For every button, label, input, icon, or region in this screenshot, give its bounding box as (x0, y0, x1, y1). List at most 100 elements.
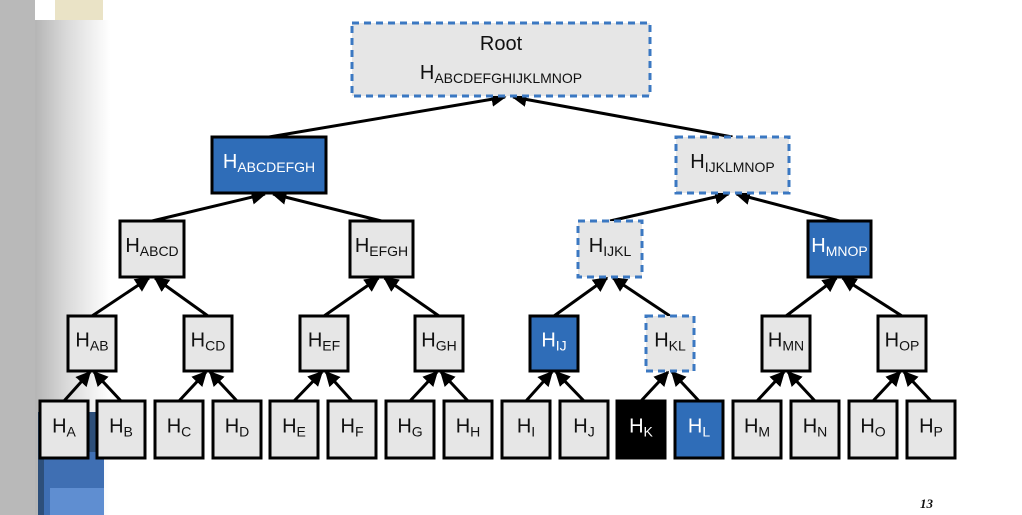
node-box (118, 219, 186, 279)
node-box (384, 399, 436, 460)
node-h-kl: HKL (644, 314, 696, 373)
node-label: HOP (885, 330, 920, 354)
node-h-ij: HIJ (528, 314, 580, 373)
leaf-h-l: HL (673, 399, 725, 460)
node-box (442, 399, 494, 460)
edge-leaf-9 (554, 370, 586, 403)
node-label: HN (803, 416, 828, 440)
node-box (350, 21, 652, 98)
node-h-ijklmnop: HIJKLMNOP (674, 135, 791, 195)
node-box (905, 399, 957, 460)
node-label: HIJ (541, 330, 566, 354)
edge-l3-5 (611, 276, 671, 318)
node-h-mn: HMN (760, 314, 812, 373)
node-h-cd: HCD (182, 314, 234, 373)
edge-leaf-15 (902, 370, 933, 403)
edge-leaf-2 (177, 370, 208, 403)
leaf-h-g: HG (384, 399, 436, 460)
page-number: 13 (920, 496, 933, 511)
node-h-mnop: HMNOP (806, 219, 873, 279)
node-box (673, 399, 725, 460)
leaf-h-c: HC (153, 399, 205, 460)
node-label: HEFGH (355, 235, 408, 259)
leaf-h-k: HK (615, 399, 667, 460)
node-label: HG (397, 416, 422, 440)
edge-leaf-10 (639, 370, 670, 403)
node-box (731, 399, 783, 460)
edge-leaf-8 (524, 370, 554, 403)
node-box (760, 314, 812, 373)
edge-l3-4 (553, 276, 609, 318)
node-box (500, 399, 552, 460)
node-label: HMN (768, 330, 804, 354)
node-label: HH (456, 416, 481, 440)
node-label: HIJKL (589, 235, 632, 259)
node-box (674, 135, 791, 195)
node-box (298, 314, 350, 373)
node-box (558, 399, 610, 460)
node-box (95, 399, 147, 460)
node-label: HJ (573, 416, 594, 440)
node-label: HMNOP (811, 235, 867, 259)
node-label: HM (744, 416, 770, 440)
edge-leaf-14 (871, 370, 902, 403)
node-label: HEF (308, 330, 340, 354)
node-label: HA (52, 416, 76, 440)
node-box (413, 314, 465, 373)
node-label: HGH (421, 330, 456, 354)
node-label: HAB (75, 330, 108, 354)
leaf-h-m: HM (731, 399, 783, 460)
node-label: HABCDEFGH (223, 151, 315, 175)
node-box (348, 219, 415, 279)
edge-l2-1 (271, 189, 382, 223)
edge-leaf-5 (324, 370, 354, 403)
edge-leaf-0 (62, 370, 92, 403)
edge-leaf-1 (92, 370, 123, 403)
node-label: HO (860, 416, 885, 440)
node-label: HE (282, 416, 306, 440)
node-box (66, 314, 118, 373)
edge-leaf-12 (755, 370, 786, 403)
edge-l3-3 (383, 276, 440, 318)
edge-l2-0 (151, 189, 267, 223)
node-box (528, 314, 580, 373)
leaf-h-n: HN (789, 399, 841, 460)
node-h-op: HOP (876, 314, 928, 373)
node-box (38, 399, 90, 460)
node-box (153, 399, 205, 460)
node-box (326, 399, 378, 460)
edge-l3-2 (323, 276, 380, 318)
node-label: HKL (654, 330, 686, 354)
edge-leaf-13 (786, 370, 817, 403)
edge-leaf-7 (439, 370, 470, 403)
leaf-h-b: HB (95, 399, 147, 460)
edge-l2-2 (609, 189, 730, 223)
node-box (615, 399, 667, 460)
node-box (789, 399, 841, 460)
leaf-h-h: HH (442, 399, 494, 460)
node-box (576, 219, 644, 279)
edge-leaf-11 (670, 370, 701, 403)
node-h-ef: HEF (298, 314, 350, 373)
node-label: HC (167, 416, 192, 440)
node-box (210, 135, 328, 195)
node-label: HCD (191, 330, 226, 354)
leaf-h-p: HP (905, 399, 957, 460)
node-label: HL (688, 416, 710, 440)
node-box (847, 399, 899, 460)
node-h-gh: HGH (413, 314, 465, 373)
leaf-h-a: HA (38, 399, 90, 460)
leaf-h-o: HO (847, 399, 899, 460)
node-label: HF (340, 416, 363, 440)
node-label: HIJKLMNOP (690, 151, 774, 175)
edge-l2-3 (735, 190, 840, 223)
node-h-abcdefgh: HABCDEFGH (210, 135, 328, 195)
leaf-h-i: HI (500, 399, 552, 460)
node-box (806, 219, 873, 279)
node-box (644, 314, 696, 373)
edge-leaf-6 (408, 370, 439, 403)
node-h-abcd: HABCD (118, 219, 186, 279)
edge-l3-7 (841, 276, 903, 318)
